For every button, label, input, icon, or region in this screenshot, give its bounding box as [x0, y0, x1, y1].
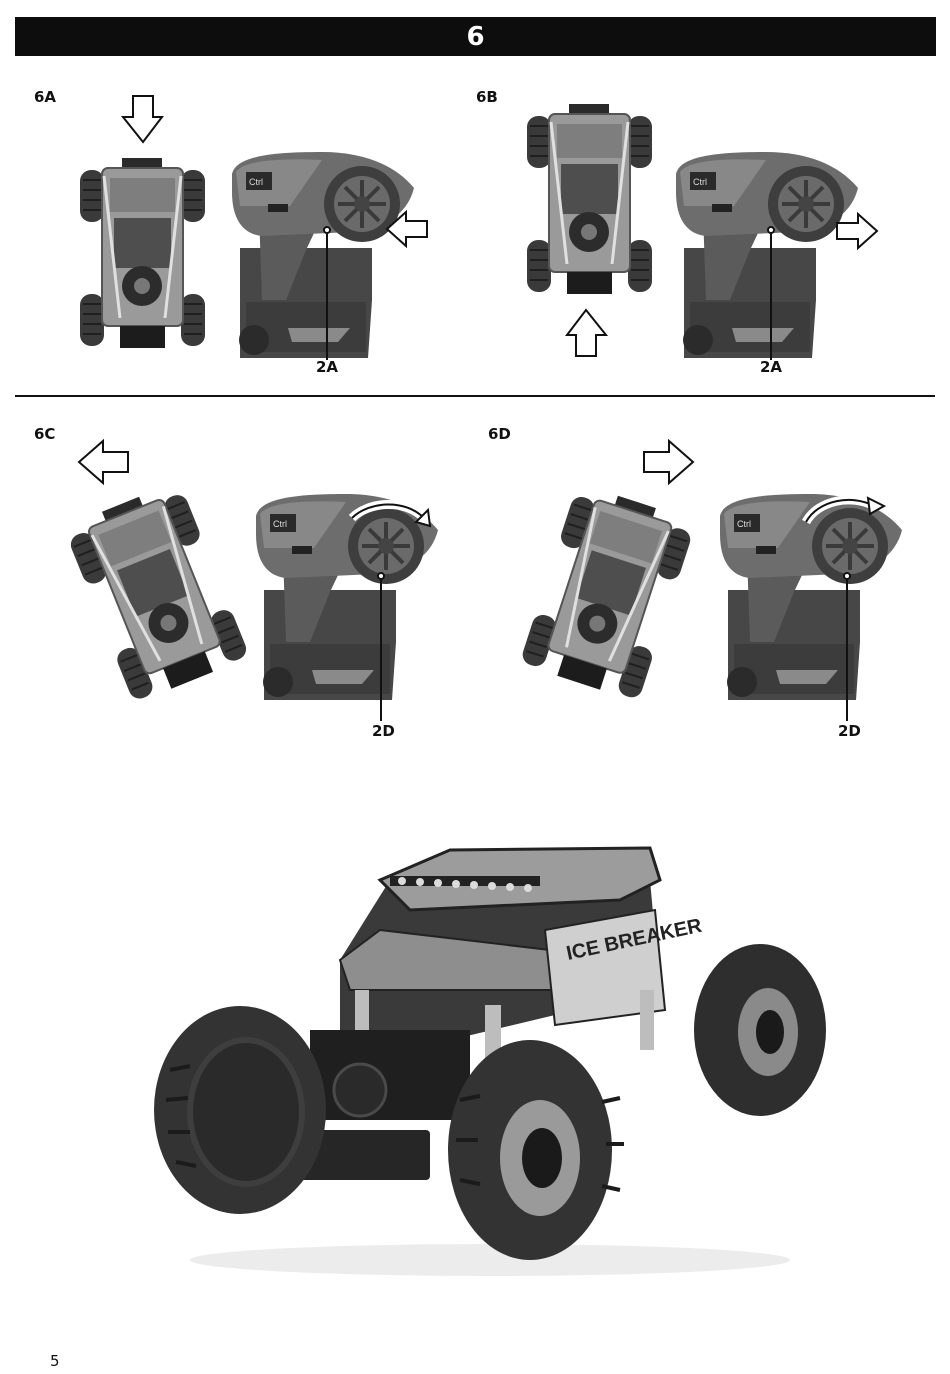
car-top-view-turning-icon [78, 492, 238, 702]
callout-leader-line [360, 566, 400, 731]
product-image-rc-car: ICE BREAKER [150, 840, 830, 1280]
arrow-right-icon [643, 440, 695, 484]
callout-label-6c: 2D [372, 722, 395, 740]
arrow-left-icon [78, 440, 130, 484]
callout-label-6a: 2A [316, 358, 338, 376]
arrow-left-icon [385, 211, 429, 249]
curved-arrow-icon [800, 492, 890, 532]
arrow-right-icon [836, 213, 880, 251]
car-top-view-icon [80, 158, 205, 358]
step-number: 6 [466, 22, 484, 52]
section-divider [15, 395, 935, 397]
section-label-6b: 6B [476, 88, 498, 106]
section-label-6d: 6D [488, 425, 511, 443]
section-label-6a: 6A [34, 88, 56, 106]
callout-label-6b: 2A [760, 358, 782, 376]
arrow-up-icon [120, 94, 164, 144]
page-number: 5 [50, 1352, 60, 1370]
callout-label-6d: 2D [838, 722, 861, 740]
car-top-view-icon [527, 104, 652, 304]
callout-leader-line [300, 220, 340, 365]
curved-arrow-icon [348, 496, 438, 536]
step-header: 6 [15, 17, 936, 56]
section-label-6c: 6C [34, 425, 55, 443]
car-top-view-turning-icon [526, 490, 686, 705]
callout-leader-line [826, 566, 866, 731]
arrow-down-icon [565, 308, 609, 358]
callout-leader-line [744, 220, 784, 365]
